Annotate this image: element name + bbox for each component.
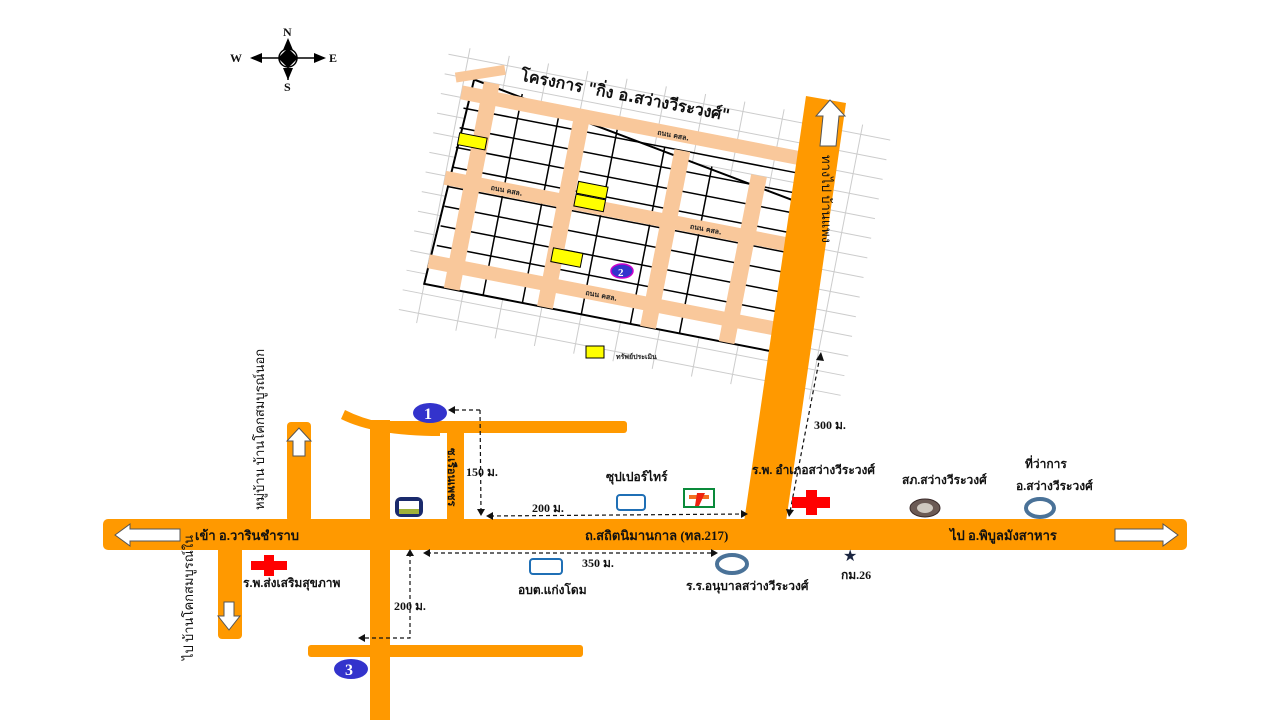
super-tire-icon [616,494,646,511]
arrow-left-icon [114,523,181,547]
appraised-plots [456,132,609,268]
sao-label: อบต.แก่งโดม [518,582,587,597]
distance-lines [358,352,824,642]
svg-text:1: 1 [424,406,432,423]
soi-label: ซ.เรือนเพชร [445,448,458,506]
distance-200-east: 200 ม. [532,501,564,515]
compass-rose: N S E W [230,25,337,94]
arrow-up-icon [814,99,847,147]
distance-200-south: 200 ม. [394,599,426,613]
school-label: ร.ร.อนุบาลสว่างวีระวงศ์ [686,579,809,594]
inset-legend: ทรัพย์ประเมิน [585,345,657,361]
svg-text:3: 3 [345,662,353,679]
legend-label: ทรัพย์ประเมิน [616,352,657,361]
police-label: สภ.สว่างวีระวงศ์ [902,473,987,487]
inset-roads [427,64,817,345]
district-office-icon [1024,497,1056,519]
road-center [370,420,390,720]
arrow-up-icon [285,427,313,457]
distance-150: 150 ม. [466,465,498,479]
arrow-down-icon [216,601,242,631]
hospital-cross-icon [792,490,830,515]
distance-350: 350 ม. [582,556,614,570]
compass-west: W [230,51,242,65]
arrow-right-icon [1114,523,1179,547]
sao-office-icon [529,558,563,575]
distance-300: 300 ม. [814,418,846,432]
school-icon [715,553,749,575]
direction-arrows [114,99,1179,631]
road-soi [447,428,464,522]
super-tire-label: ซุปเปอร์ไทร์ [606,469,668,485]
km-star-icon: ★ [843,546,857,565]
health-center-label: ร.พ.ส่งเสริมสุขภาพ [243,576,340,591]
subdivision-inset: โครงการ "กิ่ง อ.สว่างวีระวงศ์" ถนน คสล. … [398,48,891,400]
legend-swatch [585,345,605,359]
north-village-label: หมู่บ้าน บ้านโคกสมบูรณ์นอก [252,349,268,510]
ban-phaeng-label: ทางไป บ้านแพง [819,155,834,243]
district-office-label-1: ที่ว่าการ [1025,455,1067,471]
road-bottom [308,645,583,657]
compass-east: E [329,51,337,65]
inset-marker-2[interactable]: 2 [610,263,634,279]
health-center-cross-icon [251,555,287,576]
district-office-label-2: อ.สว่างวีระวงศ์ [1016,479,1093,493]
road-to-ban-phaeng [744,96,846,522]
west-road-label: เข้า อ.วารินชำราบ [195,528,299,543]
sao-logo-icon [395,497,423,517]
compass-north: N [283,25,292,39]
compass-south: S [284,80,291,94]
main-road-label: ถ.สถิตนิมานกาล (ทล.217) [585,528,728,543]
marker-3[interactable]: 3 [334,659,368,679]
police-seal-icon [909,498,941,518]
svg-text:2: 2 [618,267,624,279]
south-village-label: ไป บ้านโคกสมบูรณ์ใน [181,535,197,661]
road-top [380,421,627,433]
marker-1[interactable]: 1 [413,403,447,423]
road-curve [341,410,440,436]
seven-eleven-icon [683,488,715,508]
km-label: กม.26 [841,568,871,582]
hospital-label: ร.พ. อำเภอสว่างวีระวงศ์ [752,463,875,477]
east-road-label: ไป อ.พิบูลมังสาหาร [948,527,1057,544]
